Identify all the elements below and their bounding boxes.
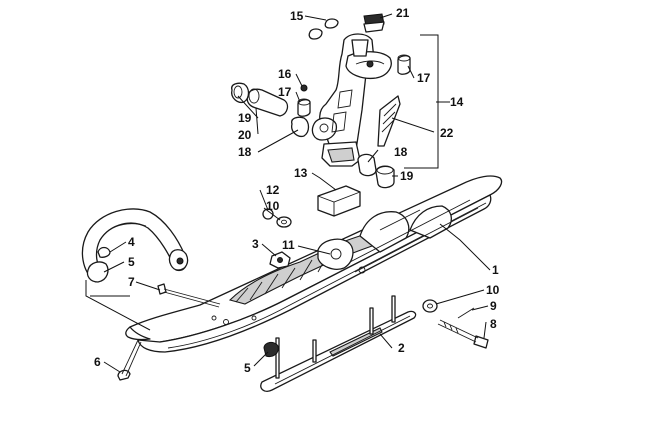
pin-9: [457, 307, 475, 319]
callout-6: 6: [94, 355, 101, 369]
callout-numbers: 15 21 16 17 17 14 19 20 18 22 18 19 13 1…: [94, 6, 500, 375]
callout-19-left: 19: [238, 111, 252, 125]
callout-16: 16: [278, 67, 292, 81]
callout-18-left: 18: [238, 145, 252, 159]
callout-10-top: 10: [266, 199, 280, 213]
nut-15: [308, 18, 339, 40]
spindle-assembly: [311, 33, 392, 167]
sleeve-20: [246, 88, 289, 117]
bolt-8: [437, 319, 489, 349]
bushing-18-left: [291, 116, 310, 138]
callout-4: 4: [128, 235, 135, 249]
callout-5-upper: 5: [128, 255, 135, 269]
callout-22: 22: [440, 126, 454, 140]
ring-16: [300, 84, 308, 92]
callout-7: 7: [128, 275, 135, 289]
spindle-cap: [363, 13, 385, 33]
callout-21: 21: [396, 6, 410, 20]
callout-2: 2: [398, 341, 405, 355]
bushing-18-right: [357, 153, 377, 177]
callout-13: 13: [294, 166, 308, 180]
bolt-7: [157, 283, 221, 308]
nut-3: [269, 251, 291, 269]
callout-9: 9: [490, 299, 497, 313]
callout-19-right: 19: [400, 169, 414, 183]
bushing-17-right: [397, 54, 411, 75]
callout-18-right: 18: [394, 145, 408, 159]
callout-14: 14: [450, 95, 464, 109]
callout-17-right: 17: [417, 71, 431, 85]
callout-3: 3: [252, 237, 259, 251]
block-13: [317, 185, 361, 217]
wear-bar-carbide: [260, 295, 417, 392]
callout-20: 20: [238, 128, 252, 142]
callout-17-left: 17: [278, 85, 292, 99]
callout-8: 8: [490, 317, 497, 331]
callout-15: 15: [290, 9, 304, 23]
bushing-17-left: [297, 98, 311, 117]
ski-body: [125, 175, 503, 353]
washer-10-lower: [422, 299, 438, 313]
leader-lines: [85, 13, 491, 373]
washer-10-top: [276, 216, 292, 228]
callout-10-lower: 10: [486, 283, 500, 297]
bolt-6: [117, 339, 142, 381]
plate-22: [377, 95, 401, 147]
callout-12: 12: [266, 183, 280, 197]
callout-1: 1: [492, 263, 499, 277]
bushing-19-left: [231, 82, 250, 104]
bushing-19-right: [375, 165, 395, 189]
callout-5-lower: 5: [244, 361, 251, 375]
callout-11: 11: [282, 238, 295, 252]
ski-handle-loop: [81, 208, 189, 283]
